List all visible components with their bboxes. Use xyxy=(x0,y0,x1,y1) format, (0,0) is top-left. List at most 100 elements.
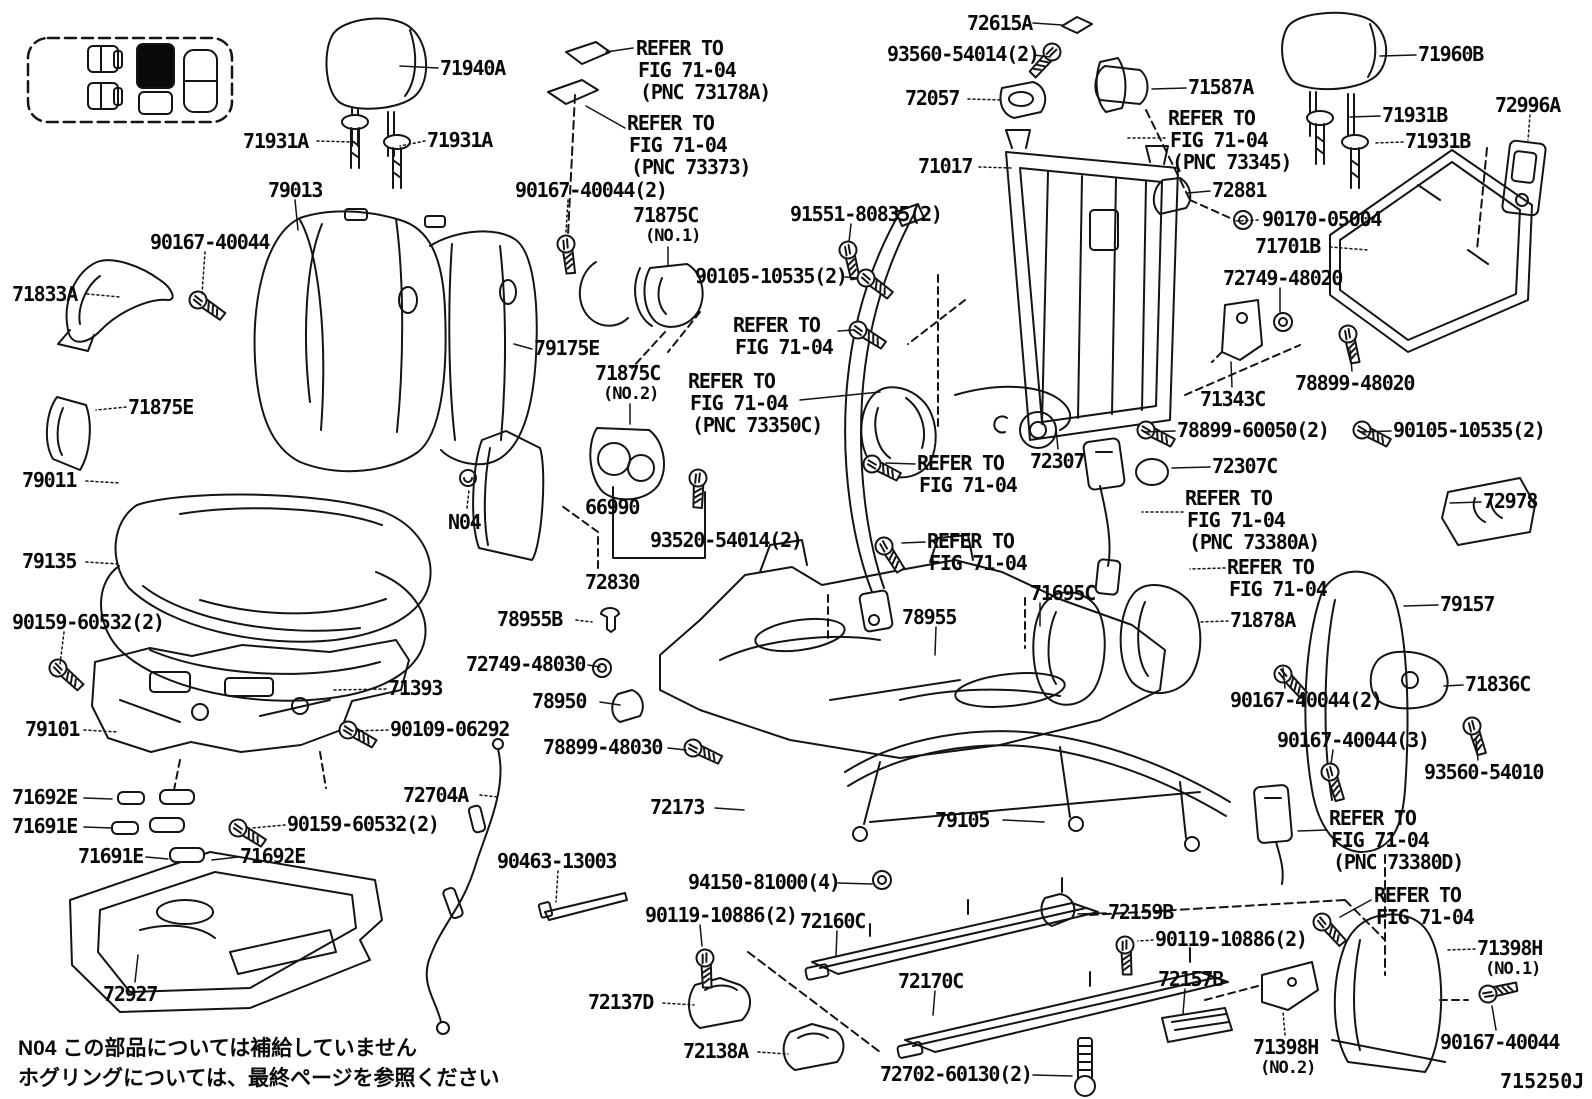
leader-line xyxy=(1297,829,1328,832)
part-label: FIG 71-04 xyxy=(1376,905,1475,929)
leader-line xyxy=(1233,219,1259,222)
side-covers-art xyxy=(1032,477,1536,1073)
part-label: (NO.1) xyxy=(645,226,701,246)
part-label: 91551-80835(2) xyxy=(790,202,943,226)
part-label: 72157B xyxy=(1158,967,1224,991)
leader-line xyxy=(145,856,169,860)
part-label: 90170-05004 xyxy=(1262,207,1382,231)
part-label: 90463-13003 xyxy=(497,849,617,873)
leader-line xyxy=(585,105,626,129)
hook-brackets-art xyxy=(578,261,704,369)
leader-line xyxy=(837,329,855,332)
part-label: 79175E xyxy=(534,336,600,360)
leader-line xyxy=(1443,684,1464,687)
part-label: REFER TO xyxy=(1374,883,1462,907)
part-label: 72137D xyxy=(588,990,654,1014)
part-label: 90167-40044(2) xyxy=(1230,688,1383,712)
part-label: FIG 71-04 xyxy=(1229,577,1328,601)
leader-line xyxy=(1055,427,1059,450)
leader-line xyxy=(1282,667,1286,689)
part-label: 71931A xyxy=(427,128,493,152)
part-label: 72307 xyxy=(1030,449,1085,473)
track-covers-art xyxy=(688,977,845,1071)
leader-line xyxy=(399,65,439,69)
leader-line xyxy=(932,990,936,1016)
seat-cushion-art xyxy=(100,493,432,702)
leader-line xyxy=(667,747,687,751)
leader-line xyxy=(1282,1011,1286,1036)
part-label: FIG 71-04 xyxy=(629,133,728,157)
back-board-art xyxy=(472,427,706,569)
part-label: 72927 xyxy=(103,982,158,1006)
leader-line xyxy=(978,166,1013,169)
part-label: 72160C xyxy=(800,909,866,933)
leader-line xyxy=(967,98,1003,101)
part-label: REFER TO xyxy=(927,529,1015,553)
part-label: 78950 xyxy=(532,689,587,713)
leader-line xyxy=(1143,430,1176,433)
leader-line xyxy=(599,701,621,706)
part-label: 72173 xyxy=(650,795,705,819)
spring-tray-art xyxy=(69,851,383,1013)
part-label: FIG 71-04 xyxy=(929,551,1028,575)
leader-line xyxy=(83,797,113,800)
leader-line xyxy=(1171,466,1211,469)
seat-back-art xyxy=(253,208,538,473)
leader-line xyxy=(1189,567,1226,570)
vehicle-seat-position-icon xyxy=(26,36,234,124)
leader-line xyxy=(757,1051,789,1055)
part-label: 66990 xyxy=(585,495,640,519)
leader-line xyxy=(565,199,569,233)
part-label: 90167-40044 xyxy=(1440,1030,1560,1054)
part-label: 71393 xyxy=(388,676,443,700)
part-label: 72170C xyxy=(898,969,964,993)
part-label: (NO.1) xyxy=(1485,959,1541,979)
part-label: 79013 xyxy=(268,178,323,202)
part-label: N04 xyxy=(448,510,482,534)
note-line: N04 この部品については補給していません xyxy=(18,1037,418,1060)
leader-line xyxy=(1329,246,1369,251)
part-label: 72881 xyxy=(1212,178,1267,202)
hardware-art xyxy=(44,38,1521,1097)
part-label: 72830 xyxy=(585,570,640,594)
leader-line xyxy=(95,406,127,411)
side-trim-art xyxy=(45,259,174,471)
part-label: 90167-40044(3) xyxy=(1277,728,1430,752)
part-label: 79011 xyxy=(22,468,77,492)
part-label: (PNC 73350C) xyxy=(692,413,823,437)
part-label: 71960B xyxy=(1418,42,1484,66)
leader-line xyxy=(1403,604,1439,607)
part-label: 79101 xyxy=(25,717,80,741)
leader-line xyxy=(83,729,119,733)
part-label: 72704A xyxy=(403,783,469,807)
leader-line xyxy=(714,807,745,811)
part-label: REFER TO xyxy=(733,313,821,337)
leader-line xyxy=(294,199,299,231)
part-label: 71398H xyxy=(1253,1035,1319,1059)
leader-line xyxy=(1527,114,1531,141)
part-label: 71398H xyxy=(1477,936,1543,960)
buckle-art xyxy=(1082,437,1293,885)
part-label: 71701B xyxy=(1255,234,1321,258)
part-label: 71017 xyxy=(918,154,973,178)
leader-line xyxy=(1449,501,1482,504)
leader-line xyxy=(1491,1005,1497,1031)
seat-frame-art xyxy=(91,639,410,801)
leader-line xyxy=(201,251,206,295)
part-label: REFER TO xyxy=(1227,555,1315,579)
part-label: 90105-10535(2) xyxy=(695,264,848,288)
part-label: FIG 71-04 xyxy=(690,391,789,415)
part-label: 71695C xyxy=(1030,581,1096,605)
leader-line xyxy=(605,47,634,53)
leader-line xyxy=(479,794,499,798)
part-label: 72702-60130(2) xyxy=(880,1062,1033,1086)
part-label: 79157 xyxy=(1440,592,1495,616)
note-line: ホグリングについては、最終ページを参照ください xyxy=(18,1067,500,1090)
leader-line xyxy=(901,541,926,544)
part-label: 72615A xyxy=(967,11,1033,35)
part-label: REFER TO xyxy=(688,369,776,393)
part-label: FIG 71-04 xyxy=(735,335,834,359)
